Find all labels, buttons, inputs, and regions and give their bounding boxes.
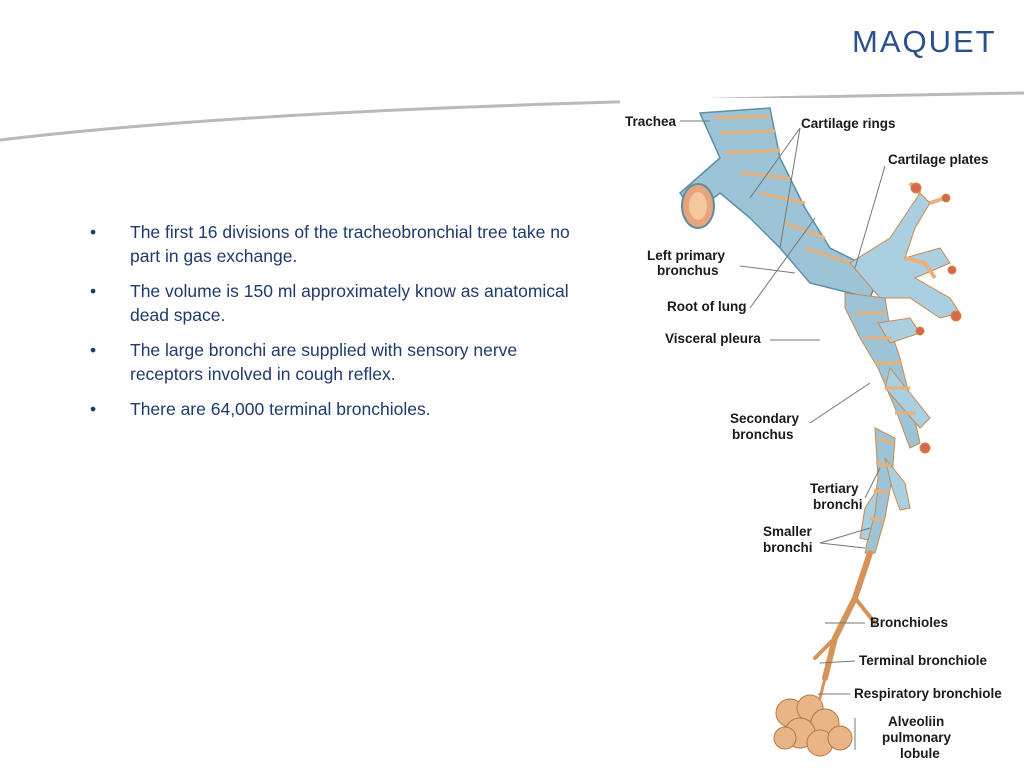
bullet-symbol: • — [90, 222, 97, 242]
bronchial-tree-diagram: Trachea Cartilage rings Cartilage plates… — [620, 98, 1024, 768]
bullet-symbol: • — [90, 281, 97, 301]
bullet-symbol: • — [90, 399, 97, 419]
label-secondary-bronchus-1: Secondary — [730, 411, 800, 426]
bullet-item: • The first 16 divisions of the tracheob… — [90, 220, 580, 268]
bullet-text: The large bronchi are supplied with sens… — [130, 340, 518, 384]
label-smaller-bronchi-2: bronchi — [763, 540, 813, 555]
label-alveoli-2: pulmonary — [882, 730, 952, 745]
label-terminal-bronchiole: Terminal bronchiole — [859, 653, 988, 668]
label-left-primary-bronchus-1: Left primary — [647, 248, 726, 263]
label-secondary-bronchus-2: bronchus — [732, 427, 794, 442]
label-bronchioles: Bronchioles — [870, 615, 948, 630]
alveoli-illustration — [773, 694, 853, 757]
header-swoosh — [0, 91, 1024, 142]
label-smaller-bronchi-1: Smaller — [763, 524, 813, 539]
bullet-item: • The volume is 150 ml approximately kno… — [90, 279, 580, 327]
trachea-illustration — [678, 107, 881, 299]
secondary-bronchus-illustration — [844, 292, 931, 454]
label-respiratory-bronchiole: Respiratory bronchiole — [854, 686, 1002, 701]
leader-lines — [680, 120, 886, 750]
tertiary-bronchi-illustration — [859, 427, 911, 554]
label-left-primary-bronchus-2: bronchus — [657, 263, 719, 278]
upper-bronchi-illustration — [849, 181, 962, 322]
label-tertiary-bronchi-1: Tertiary — [810, 481, 859, 496]
bullet-list: • The first 16 divisions of the tracheob… — [90, 220, 580, 432]
label-cartilage-rings: Cartilage rings — [801, 116, 896, 131]
label-tertiary-bronchi-2: bronchi — [813, 497, 863, 512]
bullet-item: • There are 64,000 terminal bronchioles. — [90, 397, 580, 421]
label-cartilage-plates: Cartilage plates — [888, 152, 989, 167]
label-root-of-lung: Root of lung — [667, 299, 746, 314]
bullet-item: • The large bronchi are supplied with se… — [90, 338, 580, 386]
label-visceral-pleura: Visceral pleura — [665, 331, 761, 346]
bullet-symbol: • — [90, 340, 97, 360]
bullet-text: The volume is 150 ml approximately know … — [130, 281, 569, 325]
maquet-logo: MAQUET — [852, 24, 997, 59]
bullet-text: There are 64,000 terminal bronchioles. — [130, 399, 431, 419]
label-trachea: Trachea — [625, 114, 677, 129]
label-alveoli-1: Alveoliin — [888, 714, 944, 729]
label-alveoli-3: lobule — [900, 746, 940, 761]
bronchioles-illustration — [813, 550, 877, 700]
bullet-text: The first 16 divisions of the tracheobro… — [130, 222, 570, 266]
